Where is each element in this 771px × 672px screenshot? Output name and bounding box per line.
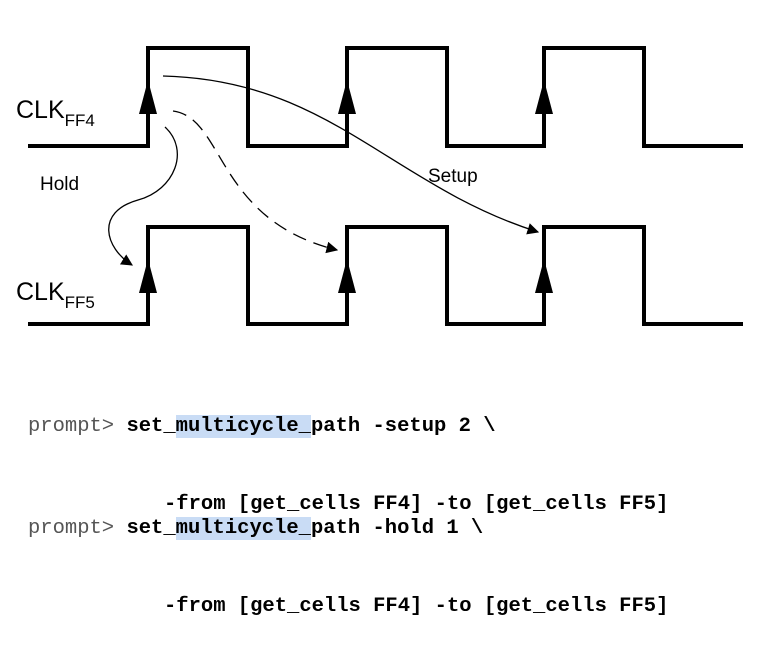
clk-ff4-label: CLKFF4 [16,96,95,130]
setup-command-args: -from [get_cells FF4] -to [get_cells FF5… [164,493,669,516]
default-setup-dashed-arrow [172,110,339,254]
prompt-text: prompt> [28,415,115,438]
clk-ff5-waveform [28,225,743,326]
clk-ff5-label: CLKFF5 [16,278,95,312]
setup-arrow [162,75,540,235]
command-highlight: multicycle_ [175,415,311,438]
waveform-diagram: CLKFF4 CLKFF5 Hold Setup [16,46,743,326]
setup-command-block: prompt> set_multicycle_path -setup 2 \ -… [28,415,669,516]
hold-label: Hold [40,174,79,195]
prompt-text: prompt> [28,517,115,540]
rising-edge-arrow [139,80,157,114]
setup-label: Setup [428,166,478,187]
rising-edge-arrow [338,259,356,293]
rising-edge-arrow [535,259,553,293]
multicycle-timing-diagram: CLKFF4 CLKFF5 Hold Setup prompt> set_mul… [16,46,743,618]
hold-command-block: prompt> set_multicycle_path -hold 1 \ -f… [28,517,669,618]
command-highlight: multicycle_ [175,517,311,540]
rising-edge-arrow [338,80,356,114]
rising-edge-arrow [535,80,553,114]
hold-command-args: -from [get_cells FF4] -to [get_cells FF5… [164,595,669,618]
hold-arrow [108,126,178,266]
clk-ff4-waveform [28,46,743,148]
rising-edge-arrow [139,259,157,293]
